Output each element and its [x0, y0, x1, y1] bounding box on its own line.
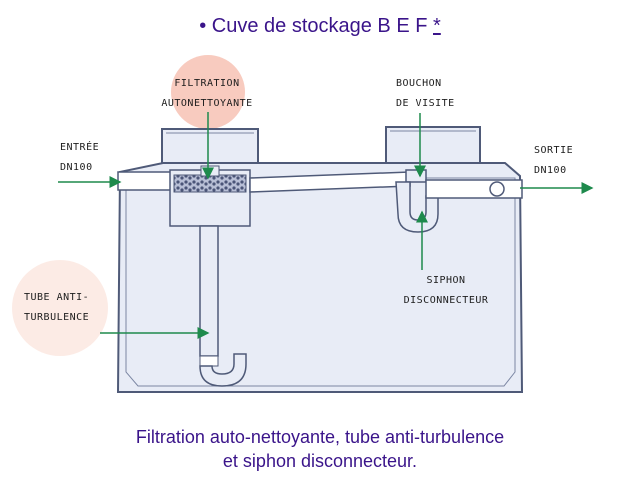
label-sortie-line1: SORTIE [534, 145, 573, 156]
label-filtration-line2: AUTONETTOYANTE [161, 98, 252, 109]
caption-line1: Filtration auto-nettoyante, tube anti-tu… [135, 427, 505, 447]
label-filtration-line1: FILTRATION [174, 78, 239, 89]
caption-line2: et siphon disconnecteur. [222, 451, 418, 471]
page-title: • Cuve de stockage B E F * [0, 15, 640, 38]
label-bouchon-line1: BOUCHON [396, 78, 442, 89]
inlet-pipe [117, 171, 175, 191]
label-entree-line2: DN100 [60, 162, 93, 173]
label-siphon-line1: SIPHON [426, 275, 465, 286]
label-entree-line1: ENTRÉE [60, 140, 99, 153]
label-bouchon-line2: DE VISITE [396, 98, 455, 109]
filter-basket [169, 165, 251, 227]
label-siphon-line2: DISCONNECTEUR [404, 295, 489, 306]
filtration-highlight [171, 55, 245, 129]
figure-caption: Filtration auto-nettoyante, tube anti-tu… [0, 425, 640, 473]
title-asterisk-link[interactable]: * [433, 15, 441, 37]
left-manhole [161, 128, 259, 164]
title-bullet: • [199, 15, 207, 37]
tube-highlight [12, 260, 108, 356]
label-tube-line1: TUBE ANTI- [24, 292, 89, 303]
outlet-pipe [425, 179, 523, 199]
label-sortie-line2: DN100 [534, 165, 567, 176]
label-tube-line2: TURBULENCE [24, 312, 89, 323]
anti-turbulence-tube [199, 225, 247, 387]
right-manhole [385, 126, 481, 164]
title-text: Cuve de stockage B E F [211, 15, 428, 37]
